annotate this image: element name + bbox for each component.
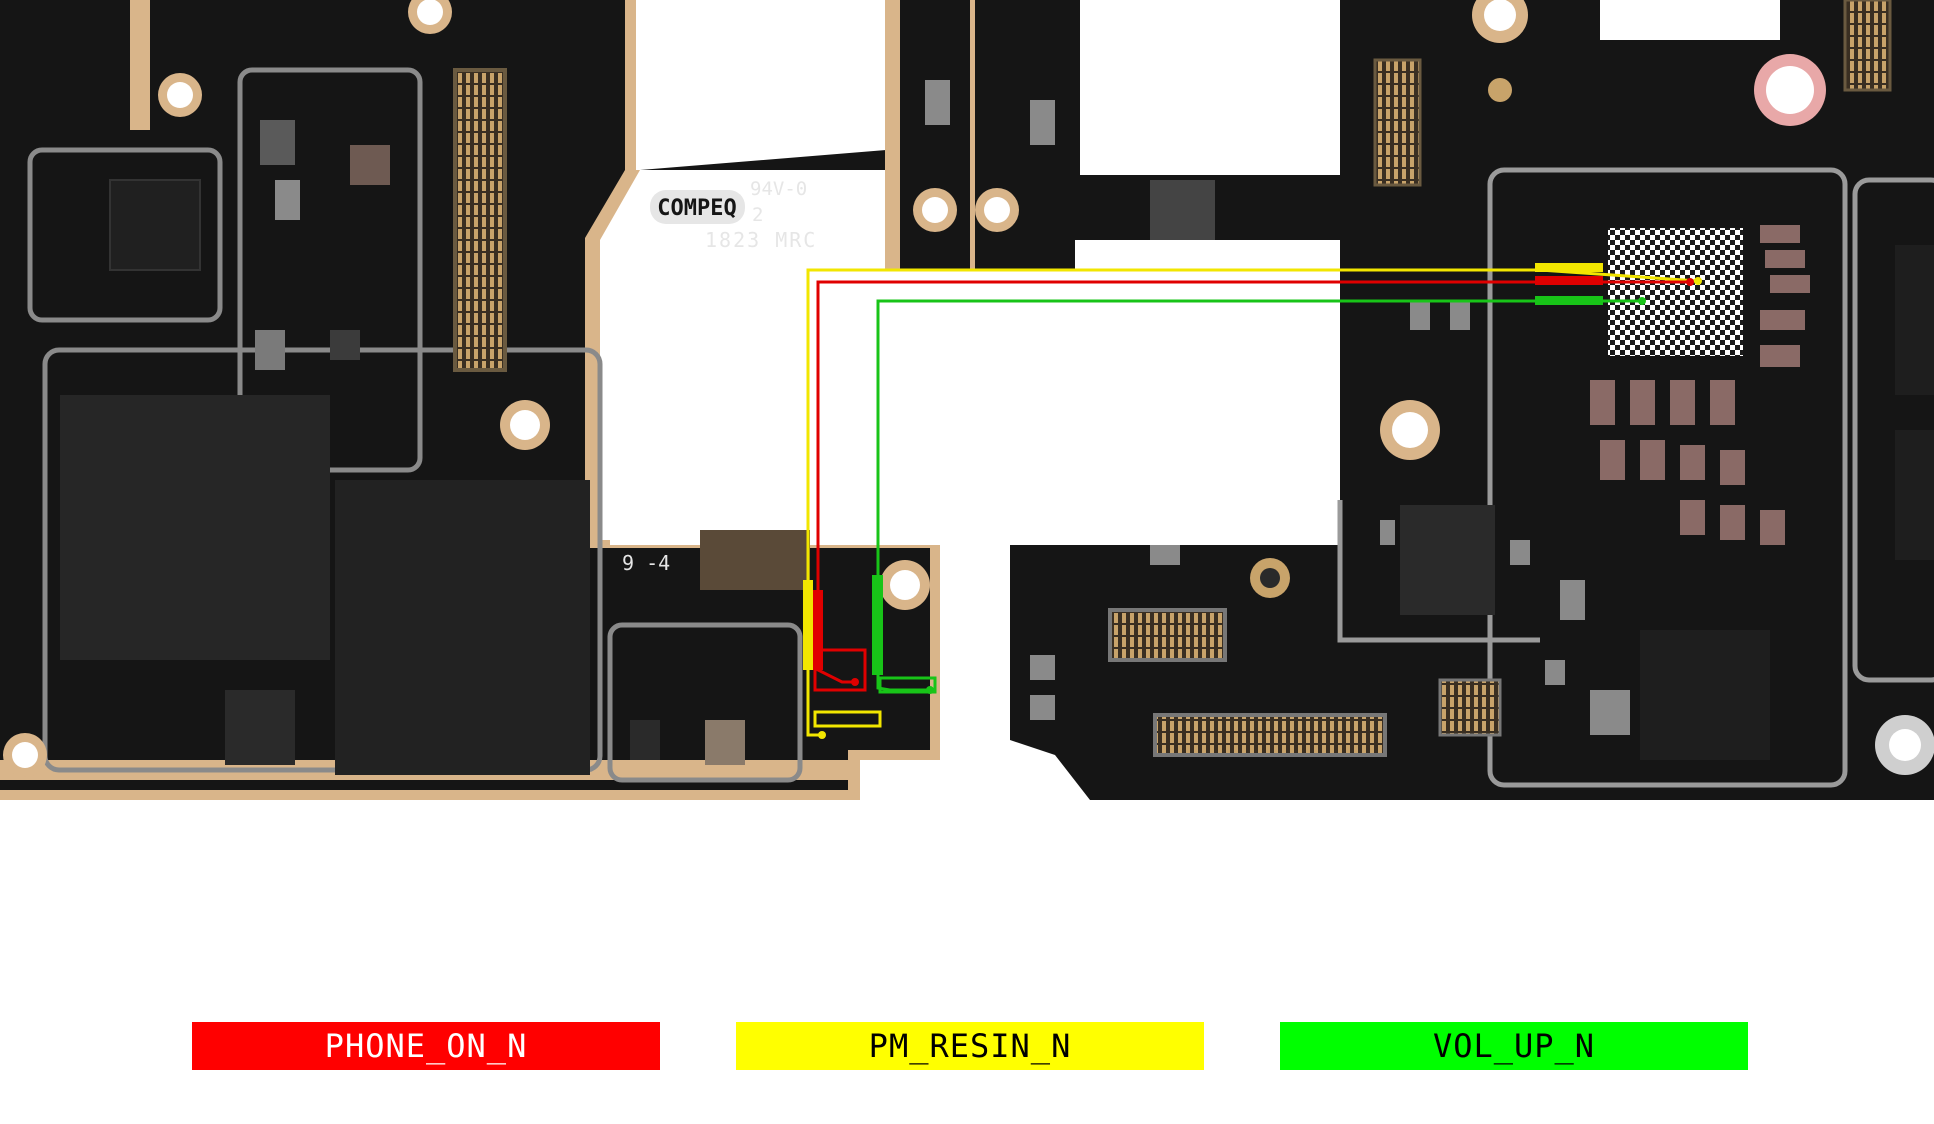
test-point-pm-resin (1694, 277, 1702, 285)
legend-pm-resin-n: PM_RESIN_N (736, 1022, 1204, 1070)
processor-chip (335, 480, 590, 775)
ic-chip (1400, 505, 1495, 615)
code-small-text: 2 (752, 204, 763, 226)
display-connector (453, 68, 507, 372)
fpc-connector (1153, 713, 1387, 757)
connector (1373, 58, 1422, 187)
connector (1843, 0, 1892, 92)
test-point-vol-up (1638, 297, 1646, 305)
compeq-text: COMPEQ (657, 196, 736, 221)
rating-text: 94V-0 (750, 178, 807, 200)
foam-pad (700, 530, 810, 590)
right-board (1010, 0, 1934, 800)
connector (1108, 608, 1227, 662)
pad-highlight-vol-up (878, 676, 937, 694)
ic-chip (1640, 630, 1770, 760)
date-code-text: 1823 MRC (705, 228, 817, 252)
legend-vol-up-n: VOL_UP_N (1280, 1022, 1748, 1070)
left-board: COMPEQ 94V-0 2 1823 MRC 9 -4 (0, 0, 1000, 800)
pmic-chip (109, 179, 201, 271)
legend-phone-on-n: PHONE_ON_N (192, 1022, 660, 1070)
board-cutout (636, 0, 886, 170)
pad-highlight-phone-on (813, 648, 867, 692)
connector (1438, 678, 1502, 737)
memory-chip (60, 395, 330, 660)
trace-pm-resin-n (806, 268, 1699, 737)
bga-ic-highlight (1608, 228, 1743, 356)
pad-highlight-pm-resin (813, 710, 882, 728)
board-cutout (610, 245, 1000, 545)
board-ref-text: 9 -4 (622, 551, 670, 575)
signal-traces (803, 263, 1702, 739)
middle-bridge (885, 0, 1075, 270)
compeq-badge (650, 190, 745, 224)
test-point-phone-on (1686, 278, 1694, 286)
right-board-pcb (1010, 0, 1934, 800)
board-cutout (1080, 0, 1340, 175)
